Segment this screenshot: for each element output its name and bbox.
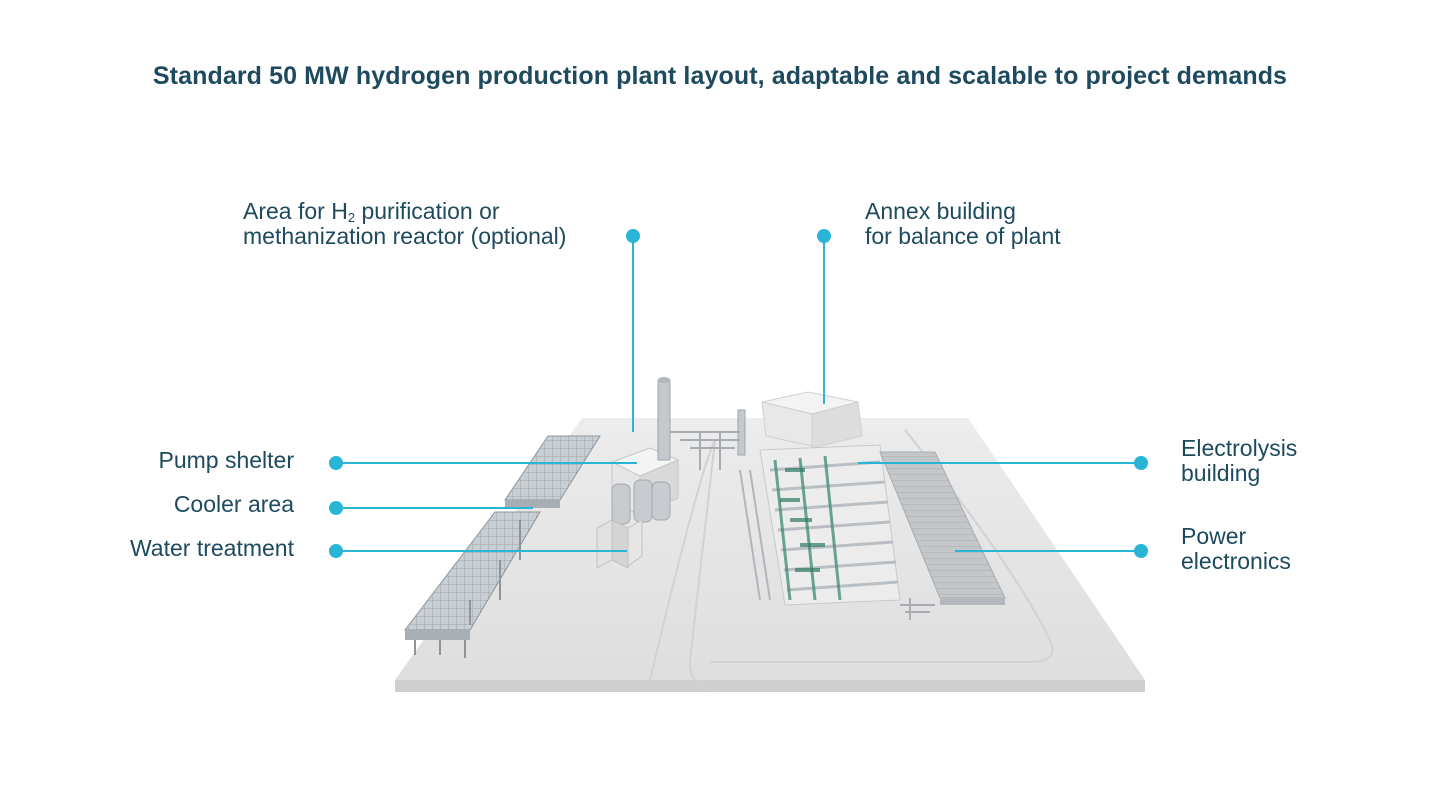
- label-pump-shelter-text: Pump shelter: [158, 447, 294, 473]
- label-purification-suffix: purification or: [355, 198, 500, 224]
- label-purification-subscript: 2: [347, 210, 356, 225]
- power-electronics-units: [879, 451, 1006, 605]
- label-water-treatment: Water treatment: [130, 536, 294, 561]
- label-purification-prefix: Area for H: [243, 198, 348, 224]
- callout-dot-electrolysis: [1134, 456, 1148, 470]
- label-cooler-area: Cooler area: [174, 492, 294, 517]
- callout-dot-annex: [817, 229, 831, 243]
- callout-dot-purification: [626, 229, 640, 243]
- label-annex-line1: Annex building: [865, 198, 1016, 224]
- storage-tanks: [611, 479, 671, 525]
- callout-dots: [329, 229, 1148, 558]
- pipework: [900, 598, 935, 620]
- label-purification-line2: methanization reactor (optional): [243, 223, 567, 249]
- callout-dot-power: [1134, 544, 1148, 558]
- label-purification: Area for H2 purification or methanizatio…: [243, 199, 566, 249]
- label-annex-line2: for balance of plant: [865, 223, 1061, 249]
- annex-building: [761, 391, 863, 449]
- label-power-electronics: Power electronics: [1181, 524, 1291, 574]
- label-annex: Annex building for balance of plant: [865, 199, 1061, 249]
- label-water-treatment-text: Water treatment: [129, 535, 294, 561]
- label-cooler-area-text: Cooler area: [173, 491, 294, 517]
- callout-dot-cooler: [329, 501, 343, 515]
- callout-lines: [336, 236, 1141, 552]
- page-title: Standard 50 MW hydrogen production plant…: [152, 62, 1288, 90]
- callout-dot-pump-shelter: [329, 456, 343, 470]
- label-power-line1: Power: [1181, 523, 1247, 549]
- label-pump-shelter: Pump shelter: [158, 448, 294, 473]
- water-treatment-units: [596, 519, 643, 569]
- callout-dot-water: [329, 544, 343, 558]
- purification-stacks: [657, 377, 746, 470]
- label-electrolysis-line1: Electrolysis: [1181, 435, 1298, 461]
- ground-slab: [395, 418, 1145, 692]
- label-electrolysis-line2: building: [1181, 460, 1261, 486]
- electrolysis-building: [739, 444, 901, 606]
- label-power-line2: electronics: [1181, 548, 1291, 574]
- label-electrolysis: Electrolysis building: [1181, 436, 1297, 486]
- cooler-racks: [403, 435, 601, 658]
